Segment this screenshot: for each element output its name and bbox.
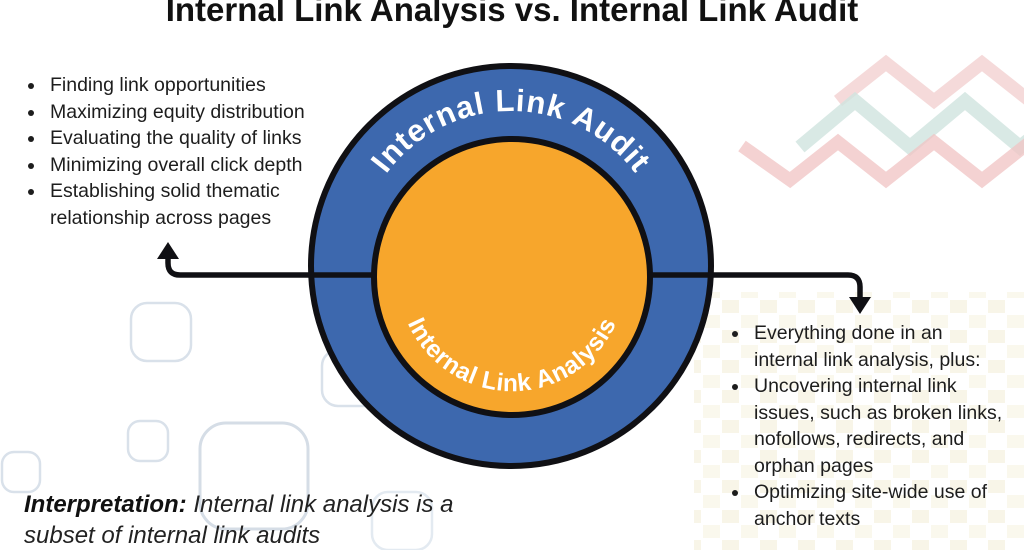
list-item: Minimizing overall click depth xyxy=(46,152,346,179)
analysis-bullet-list: Finding link opportunitiesMaximizing equ… xyxy=(22,72,346,231)
audit-bullet-list: Everything done in an internal link anal… xyxy=(726,320,1008,532)
inner-circle-internal-link-analysis xyxy=(371,136,653,418)
list-item: Establishing solid thematic relationship… xyxy=(46,178,346,231)
list-item: Evaluating the quality of links xyxy=(46,125,346,152)
list-item: Uncovering internal link issues, such as… xyxy=(750,373,1008,479)
zigzag-pink-top-decoration xyxy=(833,54,1024,110)
rounded-square-decoration xyxy=(0,450,42,494)
list-item: Optimizing site-wide use of anchor texts xyxy=(750,479,1008,532)
zigzag-pink-bottom-decoration xyxy=(738,133,1024,189)
page-title: Internal Link Analysis vs. Internal Link… xyxy=(165,0,859,28)
rounded-square-decoration xyxy=(129,301,193,363)
yellow-checker-decoration xyxy=(694,292,1024,550)
right-arrowhead-down-icon xyxy=(849,297,871,314)
interpretation-text: Internal link analysis is a subset of in… xyxy=(24,491,454,549)
rounded-square-decoration xyxy=(198,421,310,531)
rounded-square-decoration xyxy=(370,490,434,550)
rounded-square-decoration xyxy=(126,419,170,463)
zigzag-teal-decoration xyxy=(795,91,1024,157)
left-arrowhead-up-icon xyxy=(157,242,179,259)
list-item: Finding link opportunities xyxy=(46,72,346,99)
interpretation-label: Interpretation: xyxy=(24,491,187,518)
list-item: Maximizing equity distribution xyxy=(46,99,346,126)
list-item: Everything done in an internal link anal… xyxy=(750,320,1008,373)
interpretation-note: Interpretation: Internal link analysis i… xyxy=(24,489,512,551)
